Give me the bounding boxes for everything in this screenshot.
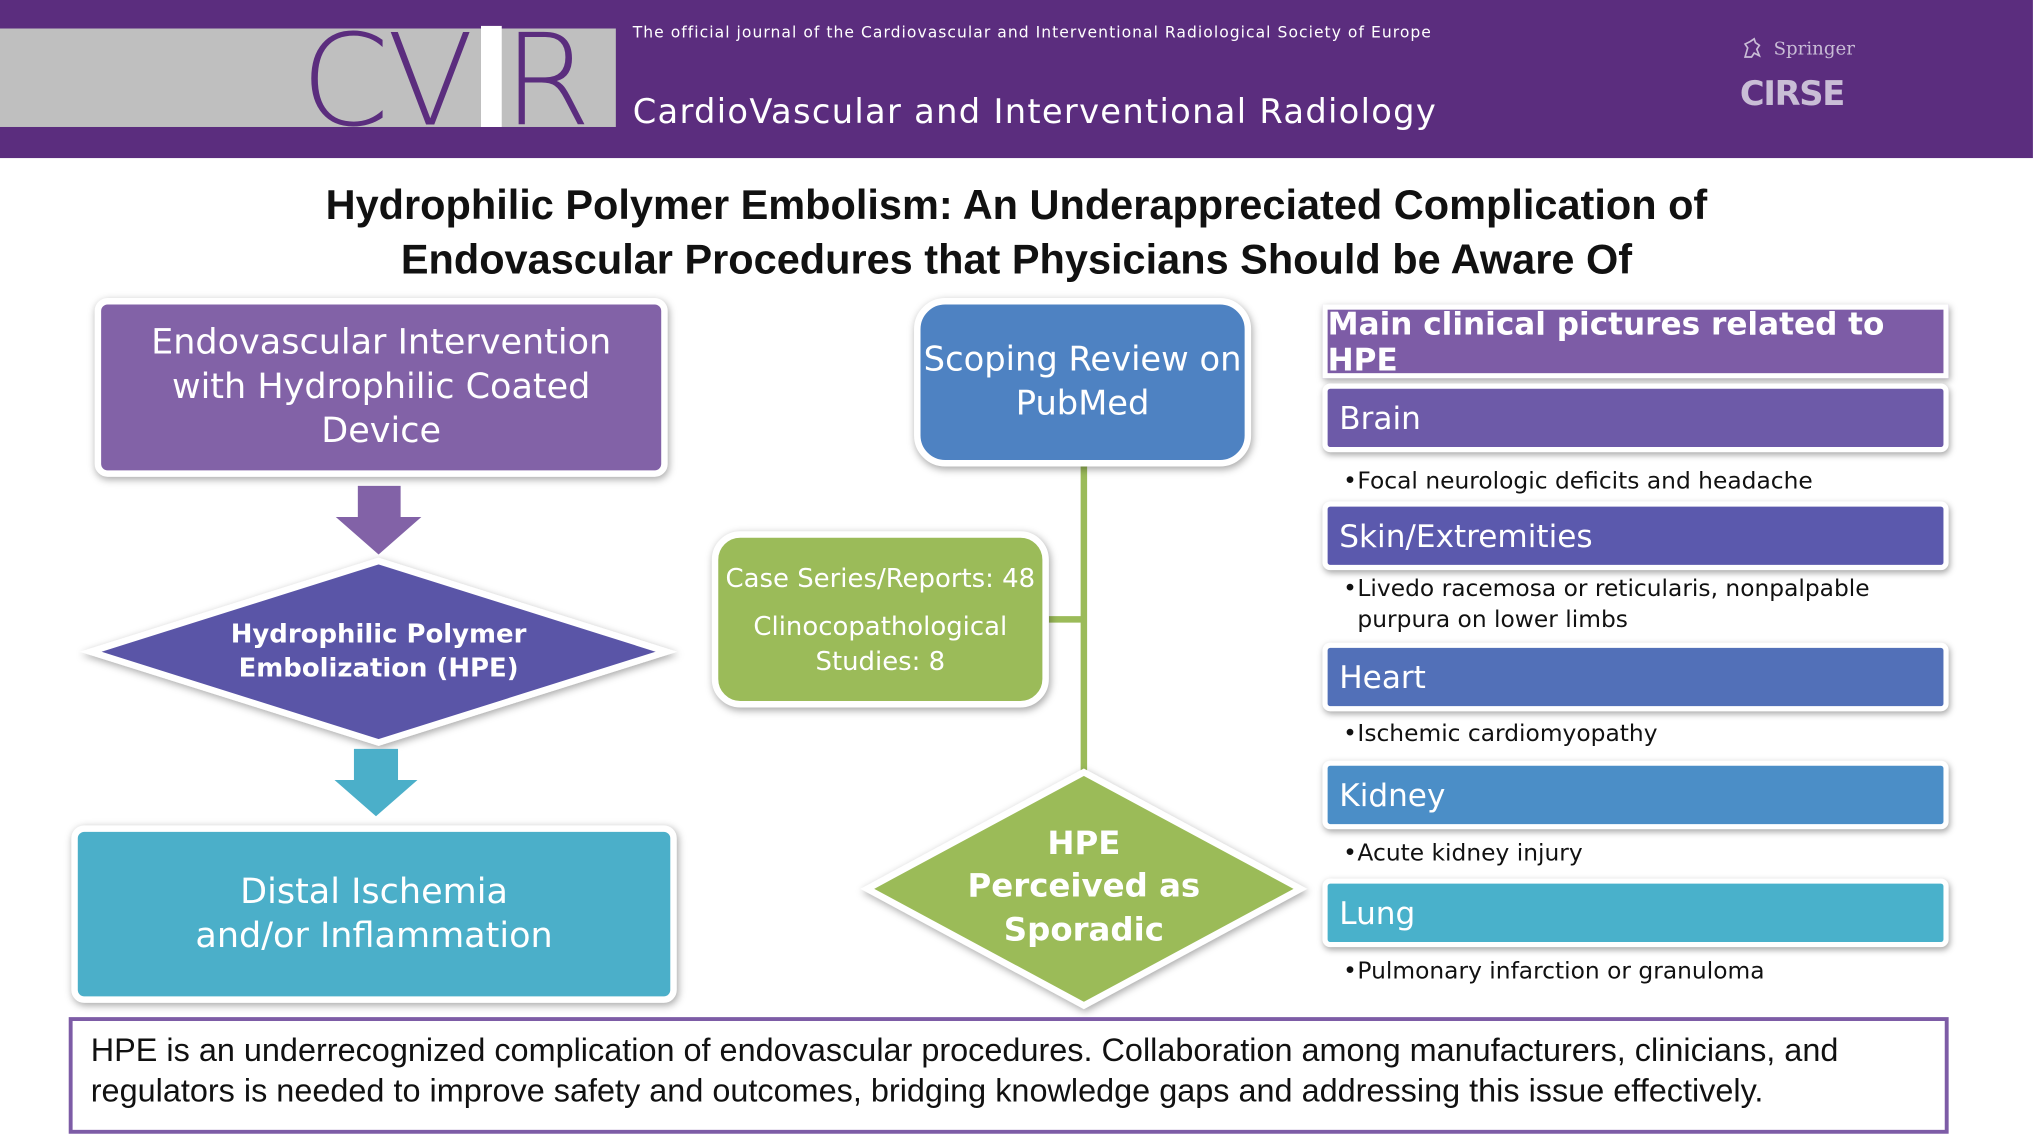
organ-kidney: Kidney bbox=[1322, 760, 1949, 830]
organ-label: Heart bbox=[1339, 658, 1426, 696]
hpe-label-line-2: Embolization (HPE) bbox=[239, 653, 519, 683]
logo-background bbox=[0, 28, 616, 127]
society-logo: CIRSE bbox=[1739, 75, 1845, 115]
clinicopathological-count: Clinocopathological Studies: 8 bbox=[753, 609, 1008, 676]
down-arrow-cyan bbox=[334, 748, 418, 817]
down-arrow-purple bbox=[335, 485, 422, 555]
scoping-review-box: Scoping Review on PubMed bbox=[914, 298, 1252, 467]
organ-label: Lung bbox=[1339, 894, 1416, 931]
organ-brain: Brain bbox=[1322, 383, 1949, 453]
organ-heart: Heart bbox=[1322, 642, 1949, 712]
title-line-2: Endovascular Procedures that Physicians … bbox=[400, 235, 1633, 283]
organ-skin-extremities: Skin/Extremities bbox=[1322, 501, 1949, 571]
publisher-name: Springer bbox=[1773, 38, 1855, 60]
organ-label: Skin/Extremities bbox=[1339, 517, 1593, 554]
bullet-text: Acute kidney injury bbox=[1357, 839, 1583, 867]
sporadic-label-line-1: HPE bbox=[1047, 824, 1120, 862]
conclusion-box: HPE is an underrecognized complication o… bbox=[68, 1017, 1949, 1134]
title-line-1: Hydrophilic Polymer Embolism: An Underap… bbox=[325, 181, 1708, 229]
bullet-text: Pulmonary infarction or granuloma bbox=[1357, 957, 1765, 985]
bullet-heart: •Ischemic cardiomyopathy bbox=[1343, 719, 1657, 750]
hpe-diamond: Hydrophilic Polymer Embolization (HPE) bbox=[79, 557, 678, 746]
bullet-skin-extremities: • Livedo racemosa or reticularis, nonpal… bbox=[1343, 574, 1869, 636]
study-counts-box: Case Series/Reports: 48 Clinocopathologi… bbox=[711, 531, 1049, 708]
journal-logo-cv: CV bbox=[300, 7, 474, 156]
bullet-text: purpura on lower limbs bbox=[1357, 606, 1628, 634]
bullet-text: Ischemic cardiomyopathy bbox=[1357, 720, 1658, 748]
bullet-brain: •Focal neurologic deficits and headache bbox=[1343, 466, 1813, 497]
journal-name: CardioVascular and Interventional Radiol… bbox=[632, 93, 1438, 133]
journal-tagline: The official journal of the Cardiovascul… bbox=[632, 23, 1432, 42]
conclusion-line-2: regulators is needed to improve safety a… bbox=[90, 1072, 1764, 1110]
bullet-text: Focal neurologic deficits and headache bbox=[1357, 467, 1813, 495]
logo-divider bbox=[481, 25, 502, 127]
page-title: Hydrophilic Polymer Embolism: An Underap… bbox=[130, 178, 1904, 287]
intervention-label: Endovascular Intervention with Hydrophil… bbox=[151, 322, 612, 451]
organ-label: Brain bbox=[1339, 399, 1421, 437]
outcome-label: Distal Ischemia and/or Inflammation bbox=[195, 871, 553, 956]
organ-label: Kidney bbox=[1339, 776, 1446, 814]
sporadic-label-line-2: Perceived as bbox=[968, 867, 1201, 905]
hpe-label-line-1: Hydrophilic Polymer bbox=[231, 620, 527, 650]
intervention-box: Endovascular Intervention with Hydrophil… bbox=[94, 298, 668, 477]
sporadic-label-line-3: Sporadic bbox=[1004, 911, 1164, 949]
bullet-kidney: •Acute kidney injury bbox=[1343, 838, 1583, 869]
bullet-lung: •Pulmonary infarction or granuloma bbox=[1343, 956, 1764, 987]
bullet-text: Livedo racemosa or reticularis, nonpalpa… bbox=[1357, 575, 1870, 603]
sporadic-diamond: HPE Perceived as Sporadic bbox=[860, 768, 1308, 1010]
springer-horse-icon bbox=[1743, 37, 1761, 58]
conclusion-line-1: HPE is an underrecognized complication o… bbox=[90, 1032, 1839, 1069]
case-series-count: Case Series/Reports: 48 bbox=[725, 561, 1036, 593]
organ-lung: Lung bbox=[1322, 878, 1949, 948]
clinical-pictures-header: Main clinical pictures related to HPE bbox=[1322, 304, 1949, 379]
scoping-review-label: Scoping Review on PubMed bbox=[923, 340, 1242, 424]
outcome-box: Distal Ischemia and/or Inflammation bbox=[71, 825, 677, 1003]
journal-logo-r: R bbox=[503, 7, 591, 156]
